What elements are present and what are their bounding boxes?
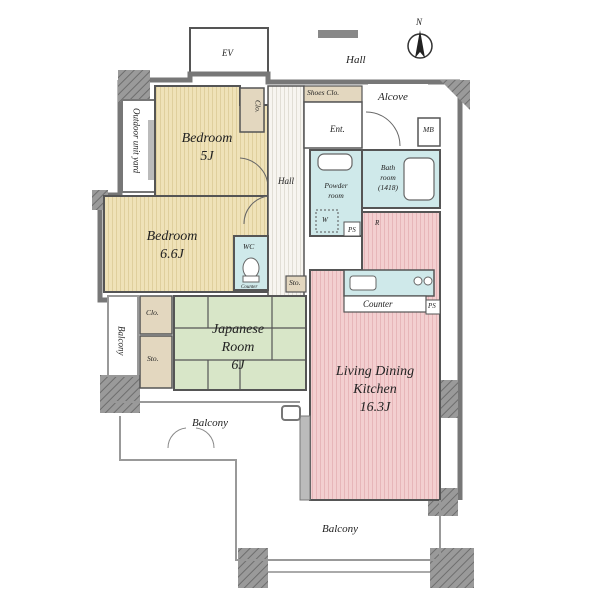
japanese-room-name-1: Japanese: [211, 322, 265, 337]
bedroom-2-size: 6.6J: [160, 247, 184, 262]
storage-hall-label: Sto.: [289, 278, 301, 287]
ps-label-1: PS: [348, 226, 356, 234]
wet-area: [309, 149, 441, 237]
elevator-shaft: [189, 27, 358, 75]
closet-left-label: Clo.: [146, 308, 159, 317]
ldk: [299, 211, 441, 501]
balcony-left-label: Balcony: [116, 326, 127, 356]
washer-label: W: [322, 216, 328, 224]
bedroom-1-name: Bedroom: [181, 131, 233, 146]
hall-inner-label: Hall: [278, 176, 295, 186]
ldk-size: 16.3J: [359, 400, 391, 415]
bath-size: (1418): [378, 183, 398, 192]
powder-name-2: room: [328, 191, 344, 200]
wc-counter-label: Counter: [241, 285, 258, 290]
balcony-bottom-label: Balcony: [322, 523, 359, 535]
wc: [233, 235, 307, 293]
balconies: [107, 295, 441, 573]
ldk-name-1: Living Dining: [335, 364, 415, 379]
outdoor-unit-yard: [121, 99, 157, 193]
left-closets: [139, 295, 173, 389]
closet-bedroom-label: Clo.: [253, 100, 263, 113]
shoes-closet-label: Shoes Clo.: [307, 88, 340, 97]
japanese-room-size: 6J: [231, 358, 245, 373]
japanese-room: [173, 295, 307, 391]
powder-name-1: Powder: [324, 181, 348, 190]
mb-label: MB: [423, 125, 434, 134]
refrigerator-label: R: [375, 219, 380, 227]
ps-label-2: PS: [428, 302, 436, 310]
balcony-mid-label: Balcony: [192, 417, 229, 429]
bedroom-1-size: 5J: [200, 149, 214, 164]
north-label: N: [416, 17, 423, 27]
bath-name-2: room: [380, 173, 396, 182]
alcove-label: Alcove: [378, 91, 408, 103]
storage-left-label: Sto.: [147, 354, 159, 363]
ldk-name-2: Kitchen: [353, 382, 397, 397]
hall-top-label: Hall: [346, 54, 366, 66]
japanese-room-name-2: Room: [221, 340, 255, 355]
bath-name-1: Bath: [380, 163, 396, 172]
outdoor-unit-yard-label: Outdoor unit yard: [131, 108, 142, 174]
ev-label: EV: [222, 48, 233, 58]
bedroom-2-name: Bedroom: [146, 229, 198, 244]
bedroom-5j: [154, 85, 269, 197]
north-arrow: [407, 30, 433, 59]
wc-label: WC: [243, 242, 255, 251]
kitchen-counter-label: Counter: [363, 299, 393, 309]
alcove: [365, 84, 441, 147]
entrance-label: Ent.: [330, 124, 345, 134]
